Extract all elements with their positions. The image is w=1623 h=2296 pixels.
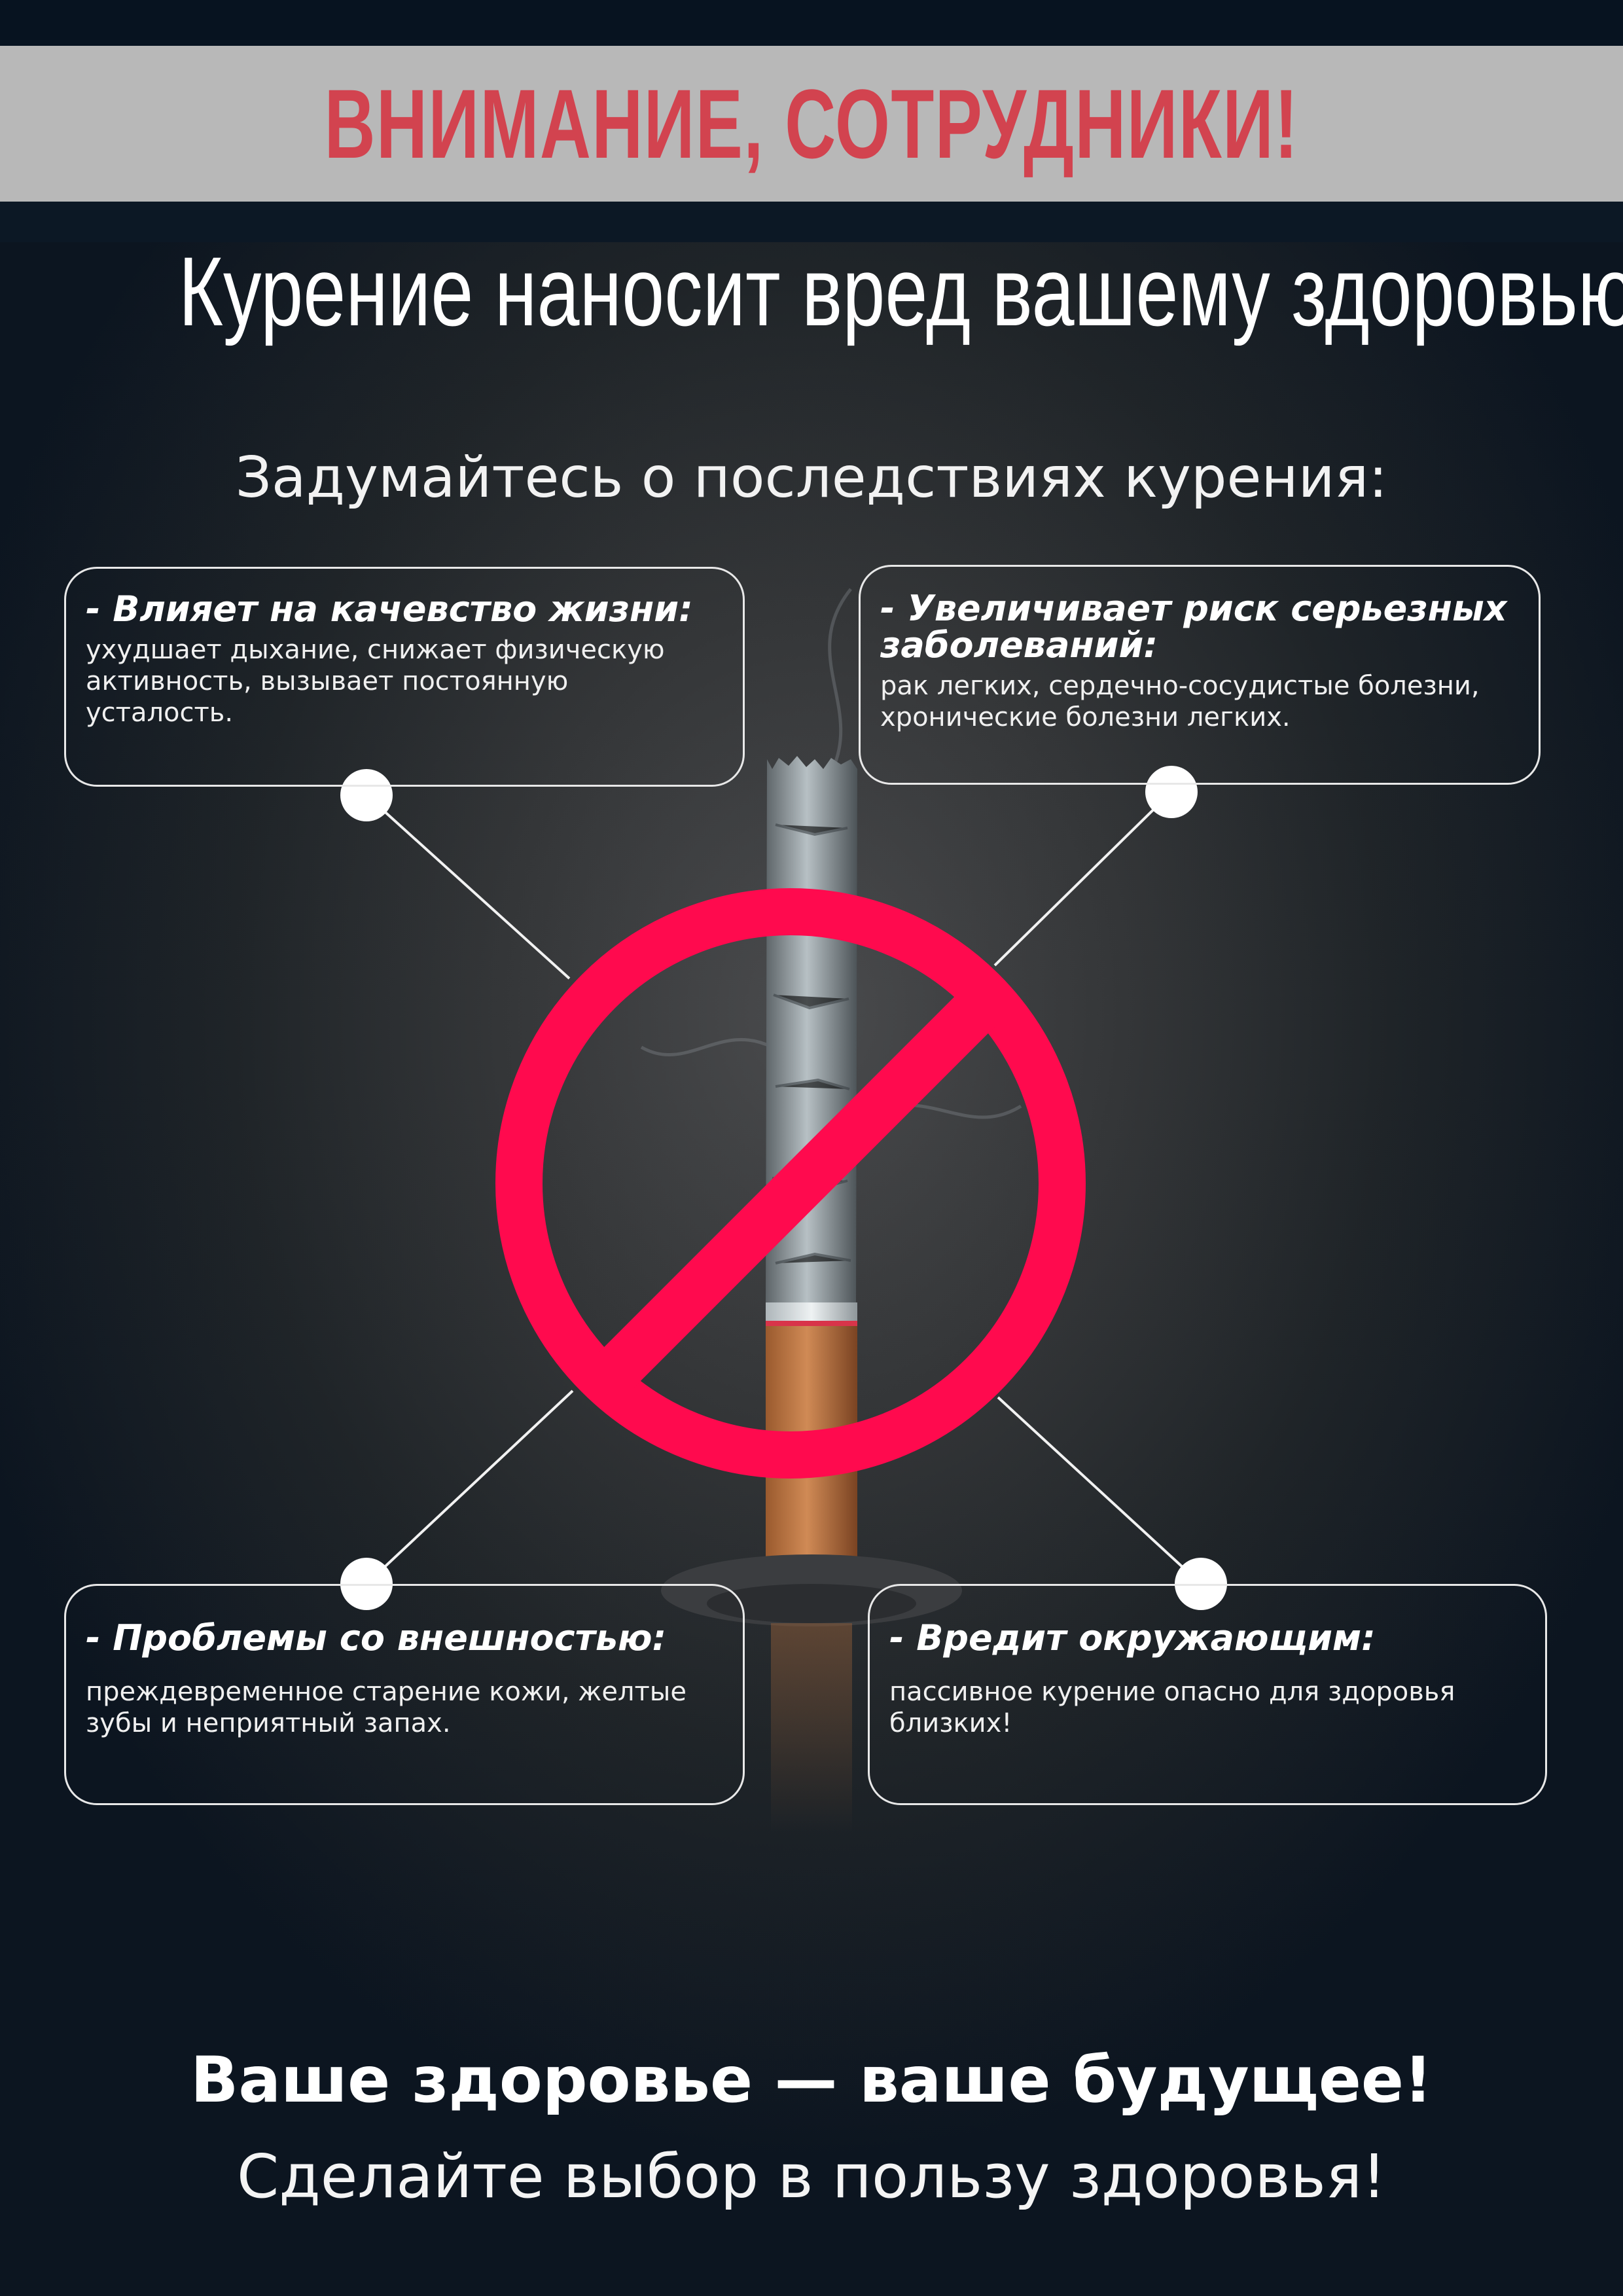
card-title: - Влияет на качевство жизни:: [86, 588, 693, 630]
connector-lines: [365, 791, 1202, 1585]
footer-title: Ваше здоровье — ваше будущее!: [190, 2043, 1433, 2117]
card-appearance: - Проблемы со внешностью: преждевременно…: [64, 1584, 745, 1805]
card-title: - Проблемы со внешностью:: [86, 1617, 667, 1659]
card-title: - Вредит окружающим:: [889, 1617, 1376, 1659]
top-strip: [0, 0, 1623, 46]
card-text: ухудшает дыхание, снижает физическую акт…: [86, 635, 665, 728]
dark-band: [0, 202, 1623, 242]
card-harms-others: - Вредит окружающим: пассивное курение о…: [868, 1584, 1547, 1805]
card-text: рак легких, сердечно-сосудистые болезни,…: [880, 671, 1480, 732]
warning-banner: ВНИМАНИЕ, СОТРУДНИКИ!: [0, 46, 1623, 202]
card-quality-of-life: - Влияет на качевство жизни: ухудшает ды…: [64, 567, 745, 787]
card-text: пассивное курение опасно для здоровья бл…: [889, 1677, 1455, 1738]
prohibition-sign-icon: [495, 888, 1086, 1479]
card-title: - Увеличивает риск серьезных заболеваний…: [880, 588, 1507, 666]
banner-title: ВНИМАНИЕ, СОТРУДНИКИ!: [324, 68, 1299, 179]
footer-subtitle: Сделайте выбор в пользу здоровья!: [236, 2142, 1387, 2212]
headline: Курение наносит вред вашему здоровью!: [178, 236, 1623, 346]
card-text: преждевременное старение кожи, желтые зу…: [86, 1677, 687, 1738]
subhead: Задумайтесь о последствиях курения:: [235, 445, 1388, 511]
card-disease-risk: - Увеличивает риск серьезных заболеваний…: [859, 565, 1541, 785]
